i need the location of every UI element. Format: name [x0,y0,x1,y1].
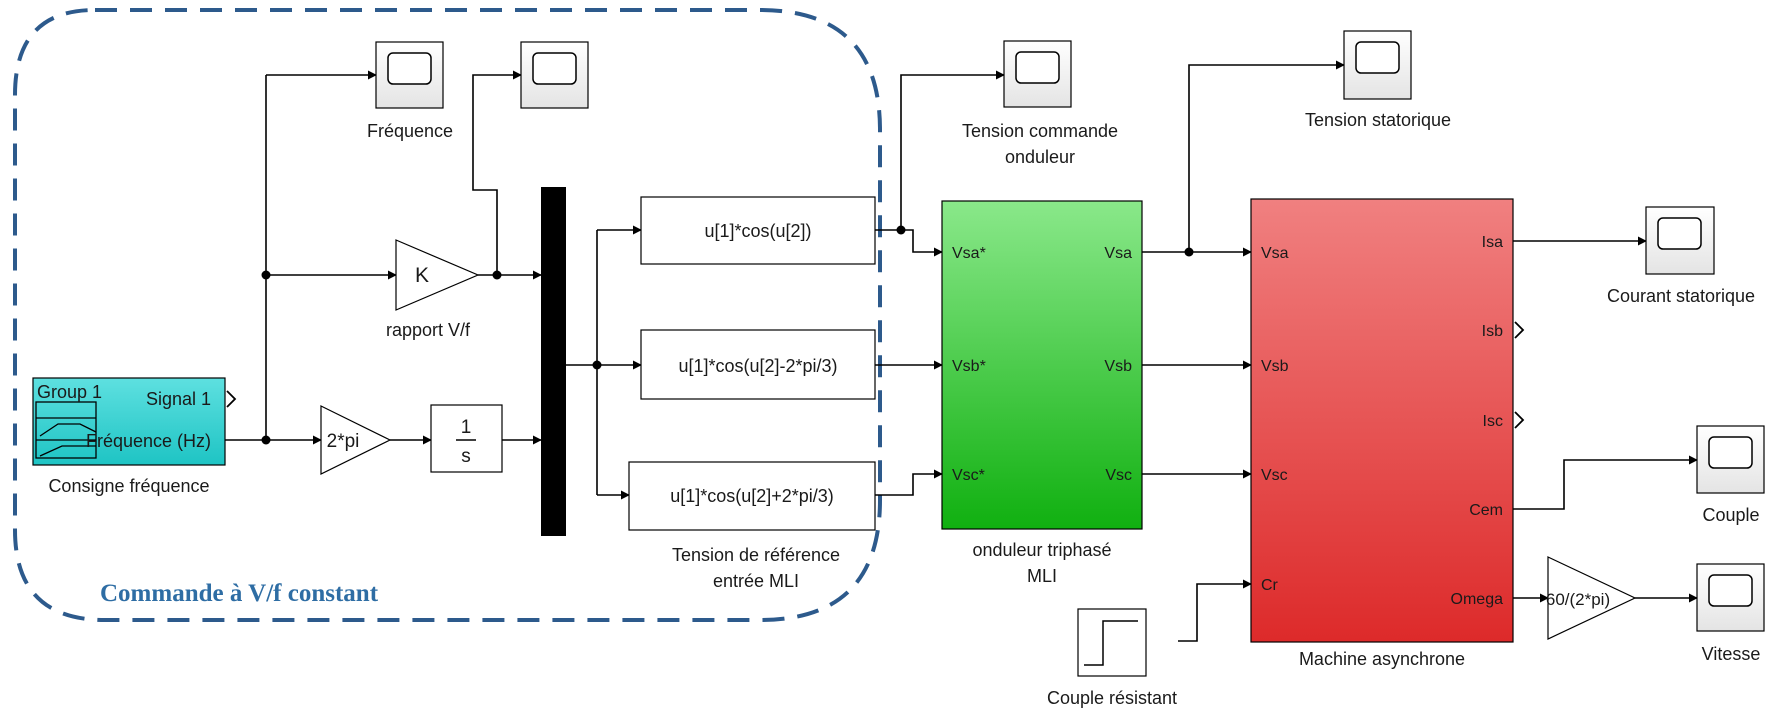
inverter-out-b: Vsb [1104,358,1132,375]
gain-speed-block[interactable]: 60/(2*pi) [1546,556,1637,640]
fcn-caption-line2: entrée MLI [713,571,799,591]
inverter-out-c: Vsc [1105,467,1132,484]
machine-block[interactable]: Vsa Vsb Vsc Cr Isa Isb Isc Cem Omega [1250,198,1525,643]
scope-tension-commande-line2: onduleur [1005,147,1075,167]
gain-2pi-block[interactable]: 2*pi [320,405,392,475]
scope-courant-statorique[interactable] [1645,206,1715,275]
mux-block[interactable] [541,187,566,536]
signal-builder-freq-port: Fréquence (Hz) [86,431,211,451]
integrator-numerator: 1 [461,417,472,438]
gain-speed-label: 60/(2*pi) [1546,590,1610,609]
gain-2pi-label: 2*pi [327,431,360,452]
machine-out-isa: Isa [1482,234,1503,251]
inverter-caption-line2: MLI [1027,566,1057,586]
inverter-block[interactable]: Vsa* Vsb* Vsc* Vsa Vsb Vsc [941,200,1143,530]
step-icon [1084,620,1138,666]
integrator-denominator: s [461,446,471,467]
fcn-c-expr: u[1]*cos(u[2]+2*pi/3) [670,486,834,506]
inverter-in-b: Vsb* [952,358,986,375]
machine-caption: Machine asynchrone [1299,649,1465,669]
scope-screen-icon [1355,41,1400,74]
machine-in-cr: Cr [1261,577,1279,594]
machine-in-vsb: Vsb [1261,358,1289,375]
integrator-block[interactable]: 1 s [430,404,503,473]
scope-tension-statorique-caption: Tension statorique [1305,110,1451,130]
machine-out-omega: Omega [1451,591,1504,608]
scope-couple-caption: Couple [1702,505,1759,525]
gain-k-block[interactable]: K [395,239,480,311]
scope-tension-commande[interactable] [1003,40,1072,108]
signal-builder-signal-port: Signal 1 [146,389,211,409]
junction-dots [261,225,1194,445]
fcn-caption-line1: Tension de référence [672,545,840,565]
signal-builder-icon [35,401,97,459]
scope-tension-statorique[interactable] [1343,30,1412,100]
scope-vf[interactable] [520,41,589,109]
scope-frequence-caption: Fréquence [367,121,453,141]
fcn-b-expr: u[1]*cos(u[2]-2*pi/3) [678,356,837,376]
scope-couple[interactable] [1696,425,1765,494]
machine-out-isc: Isc [1483,413,1503,430]
scope-screen-icon [1708,436,1753,469]
scope-screen-icon [387,52,432,85]
inverter-out-a: Vsa [1104,245,1132,262]
scope-vitesse[interactable] [1696,563,1765,632]
machine-in-vsa: Vsa [1261,245,1289,262]
isb-open-port-icon [1514,321,1525,339]
signal-builder-block[interactable]: Group 1 Signal 1 Fréquence (Hz) [32,377,237,466]
signal-builder-open-port-icon [226,390,237,408]
gain-k-caption: rapport V/f [386,320,471,340]
inverter-in-a: Vsa* [952,245,986,262]
vf-control-region-border [13,8,882,622]
gain-k-label: K [415,264,429,287]
scope-frequence[interactable] [375,41,444,109]
scope-screen-icon [1015,51,1060,84]
machine-out-isb: Isb [1482,323,1503,340]
inverter-in-c: Vsc* [952,467,985,484]
scope-tension-commande-line1: Tension commande [962,121,1118,141]
scope-screen-icon [532,52,577,85]
step-block[interactable] [1077,608,1147,677]
fcn-block-b[interactable]: u[1]*cos(u[2]-2*pi/3) [640,329,876,400]
signal-builder-group: Group 1 [37,382,102,402]
inverter-caption-line1: onduleur triphasé [972,540,1111,560]
scope-vitesse-caption: Vitesse [1702,644,1761,664]
machine-out-cem: Cem [1469,502,1503,519]
region-title: Commande à V/f constant [100,580,379,607]
fcn-block-c[interactable]: u[1]*cos(u[2]+2*pi/3) [628,461,876,531]
scope-screen-icon [1657,217,1702,250]
fcn-a-expr: u[1]*cos(u[2]) [704,221,811,241]
isc-open-port-icon [1514,411,1525,429]
machine-in-vsc: Vsc [1261,467,1288,484]
fcn-block-a[interactable]: u[1]*cos(u[2]) [640,196,876,265]
scope-courant-caption: Courant statorique [1607,286,1755,306]
scope-screen-icon [1708,574,1753,607]
step-caption: Couple résistant [1047,688,1177,708]
signal-builder-caption: Consigne fréquence [48,476,209,496]
